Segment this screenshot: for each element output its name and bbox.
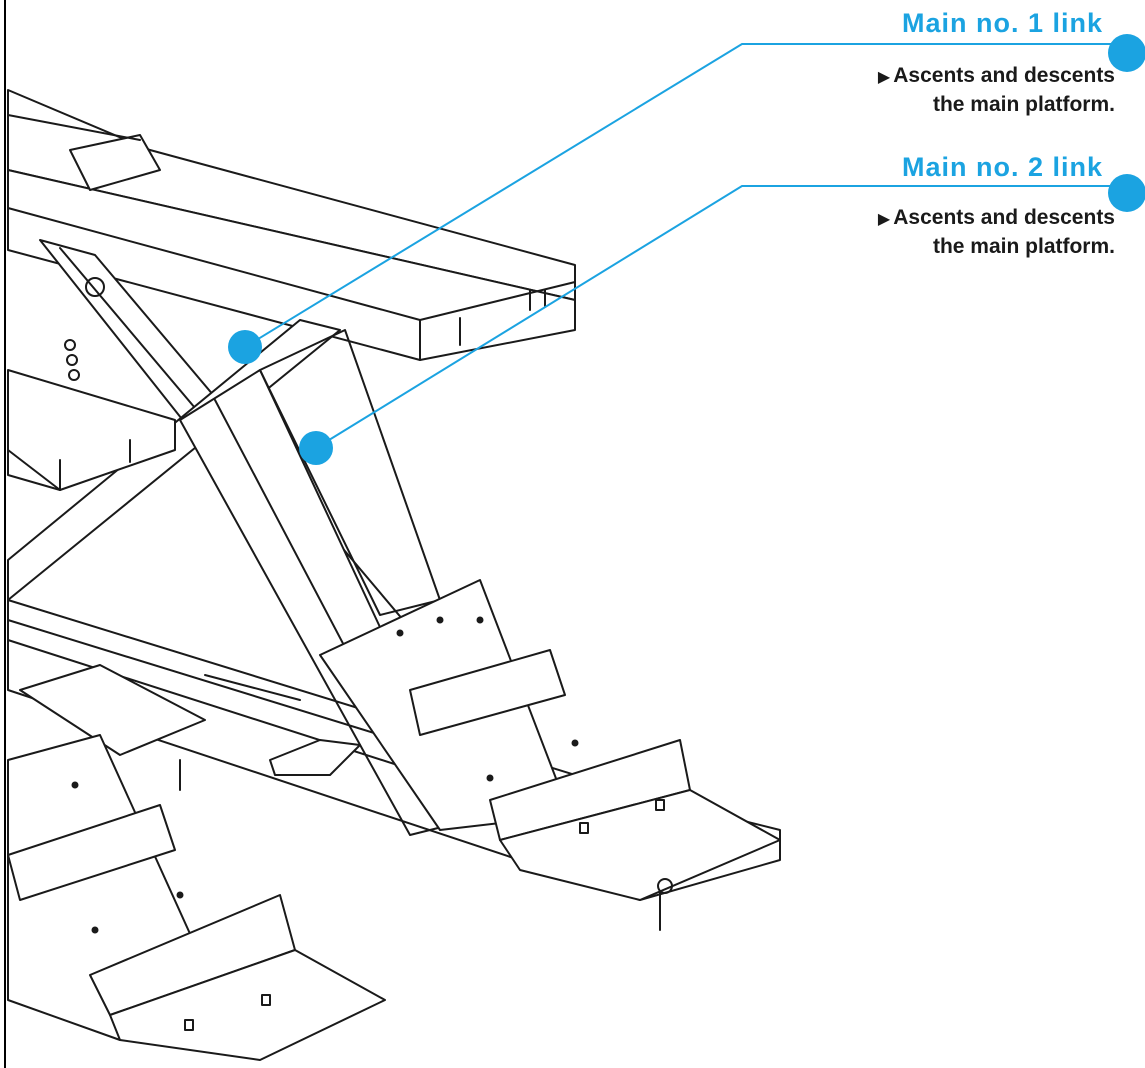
callout-title-main-no-2: Main no. 2 link <box>901 152 1103 182</box>
callout-description-main-no-2: ▶Ascents and descents the main platform. <box>877 206 1115 258</box>
leader-main-no-1 <box>228 34 1145 364</box>
endpoint-main-no-2 <box>1108 174 1145 212</box>
leader-main-no-2 <box>299 174 1145 465</box>
callout-title-main-no-1: Main no. 1 link <box>901 8 1103 38</box>
endpoint-main-no-1 <box>1108 34 1145 72</box>
callout-description-main-no-1: ▶Ascents and descents the main platform. <box>877 64 1115 116</box>
right-foot-ramp <box>319 579 781 901</box>
bullet-arrow-icon: ▶ <box>877 69 891 86</box>
bullet-arrow-icon: ▶ <box>877 211 891 228</box>
left-platform <box>7 369 176 491</box>
marker-main-no-1-link <box>228 330 262 364</box>
marker-main-no-2-link <box>299 431 333 465</box>
main-platform <box>7 89 576 361</box>
left-foot-ramp <box>7 734 386 1061</box>
